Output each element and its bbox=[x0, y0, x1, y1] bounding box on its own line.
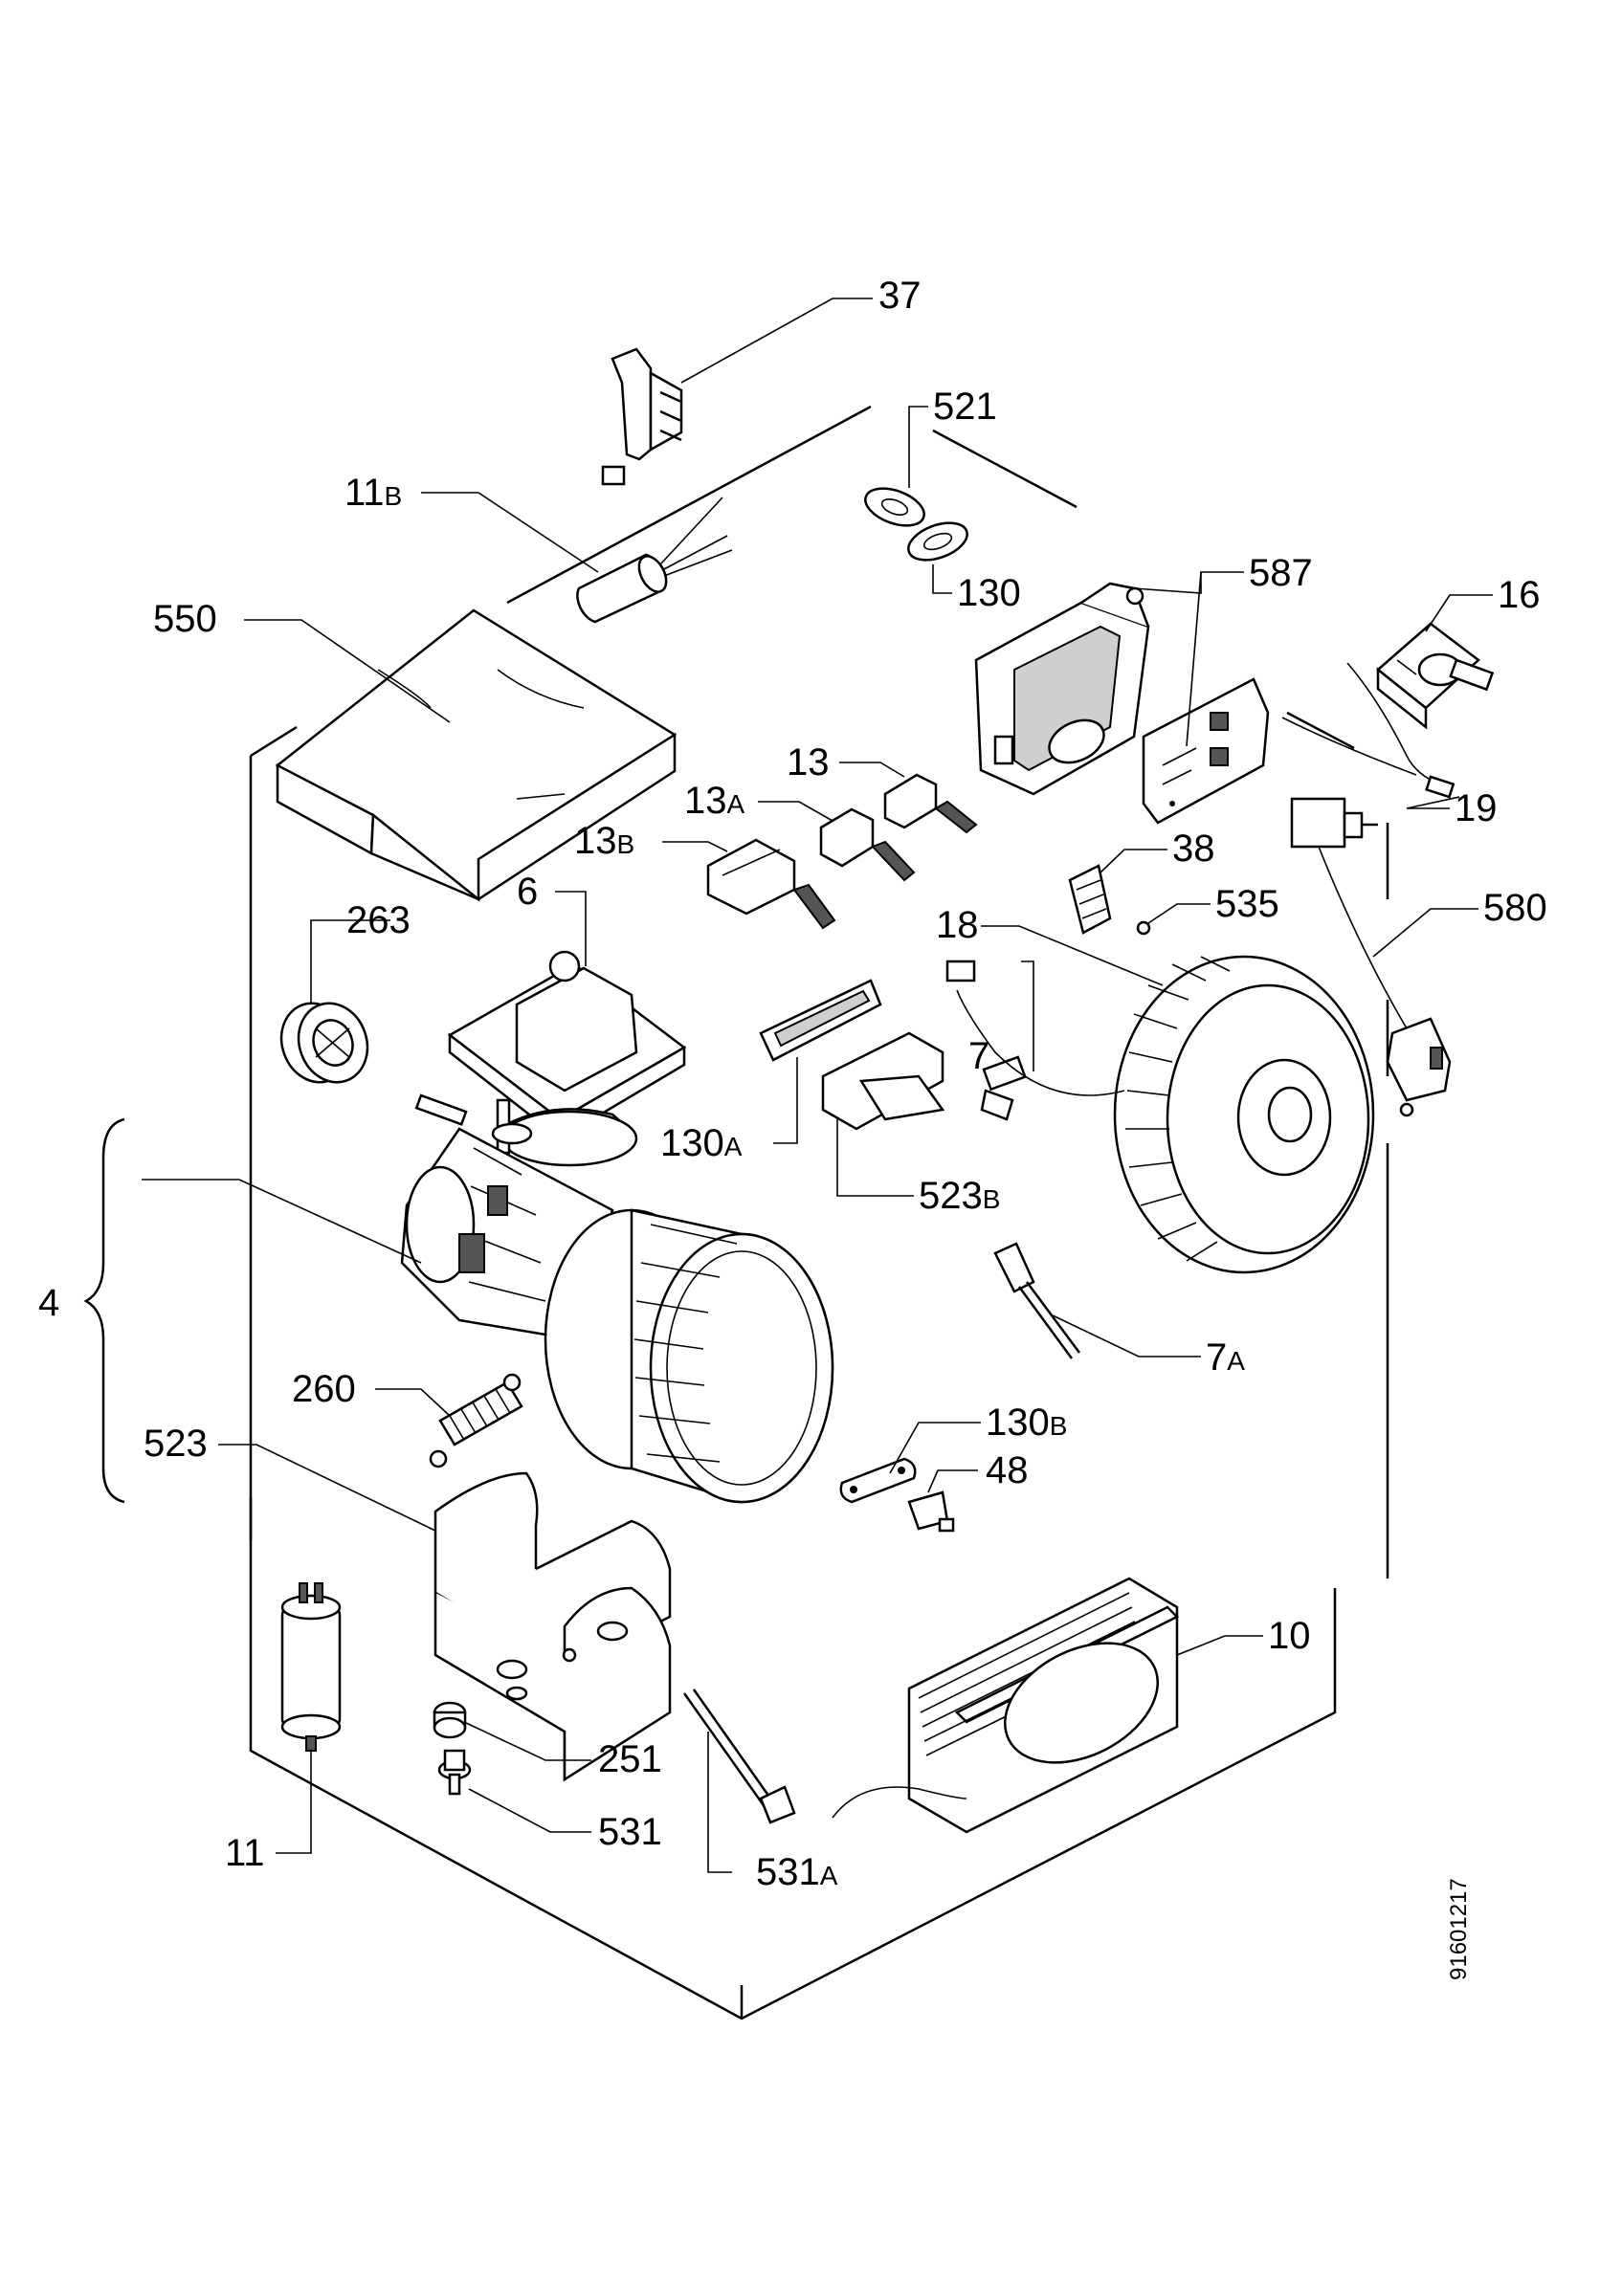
motor-assembly-4-part bbox=[400, 1093, 834, 1504]
callout-19: 19 bbox=[1455, 787, 1498, 829]
connector-13a-part bbox=[819, 807, 916, 882]
pulley-263-part bbox=[279, 1002, 369, 1084]
control-housing-587-part bbox=[974, 582, 1150, 796]
callout-523: 523 bbox=[144, 1423, 208, 1465]
callout-531a: 531A bbox=[756, 1851, 838, 1893]
callout-4: 4 bbox=[38, 1282, 59, 1324]
clip-130b-part bbox=[839, 1457, 917, 1504]
connector-13b-part bbox=[706, 838, 836, 930]
thermistor-7a-part bbox=[993, 1242, 1081, 1359]
callout-38: 38 bbox=[1172, 828, 1215, 870]
top-cover-part bbox=[275, 608, 678, 902]
callout-7a: 7A bbox=[1206, 1336, 1245, 1379]
heater-10-part bbox=[832, 1577, 1180, 1834]
callout-13: 13 bbox=[787, 741, 830, 784]
callout-13b: 13B bbox=[574, 820, 634, 862]
nut-251-part bbox=[433, 1701, 467, 1739]
cabinet-outline bbox=[249, 405, 1389, 2020]
nut-535-part bbox=[1136, 920, 1151, 936]
callout-130a: 130A bbox=[660, 1122, 743, 1164]
callout-521: 521 bbox=[933, 386, 997, 428]
callout-7: 7 bbox=[968, 1035, 989, 1077]
wire-19-part bbox=[1281, 662, 1455, 799]
callout-48: 48 bbox=[986, 1449, 1029, 1491]
connector-13-part bbox=[883, 773, 978, 834]
fan-wheel-18-part bbox=[945, 955, 1375, 1274]
gasket-130-part bbox=[907, 521, 968, 562]
callout-6: 6 bbox=[517, 871, 538, 913]
callout-523b: 523B bbox=[919, 1175, 1000, 1217]
callout-251: 251 bbox=[598, 1738, 662, 1780]
capacitor-11-part bbox=[280, 1582, 342, 1752]
callout-11b: 11B bbox=[344, 472, 402, 514]
callout-labels: 37 521 11B 130 587 16 550 13 13A 19 13B … bbox=[38, 275, 1547, 1893]
capacitor-11b-part bbox=[576, 497, 733, 624]
terminal-strip-38-part bbox=[1068, 864, 1112, 935]
callout-18: 18 bbox=[936, 904, 979, 946]
callout-535: 535 bbox=[1215, 883, 1279, 925]
valve-48-part bbox=[907, 1490, 955, 1533]
callout-10: 10 bbox=[1268, 1615, 1311, 1657]
callout-260: 260 bbox=[292, 1368, 356, 1410]
housing-523b-part bbox=[821, 1031, 945, 1131]
callout-263: 263 bbox=[346, 899, 411, 941]
bracket-37-part bbox=[601, 347, 683, 486]
spring-260-part bbox=[429, 1373, 523, 1468]
group-brace bbox=[83, 1117, 125, 1504]
switch-16-part bbox=[1376, 622, 1495, 730]
timer-580-part bbox=[1290, 797, 1452, 1117]
bolt-531-part bbox=[437, 1749, 472, 1796]
callout-580: 580 bbox=[1483, 887, 1547, 929]
callout-11: 11 bbox=[225, 1832, 265, 1874]
callout-550: 550 bbox=[153, 598, 217, 640]
gasket-521-part bbox=[864, 487, 925, 527]
document-id: 91601217 bbox=[1446, 1878, 1472, 1980]
motor-cradle-523-part bbox=[433, 1471, 672, 1782]
callout-130: 130 bbox=[957, 572, 1021, 614]
callout-13a: 13A bbox=[684, 780, 745, 822]
sensor-7-part bbox=[980, 1055, 1027, 1121]
circuit-board-587-part bbox=[1142, 677, 1270, 825]
pump-6-part bbox=[447, 950, 687, 1167]
callout-130b: 130B bbox=[986, 1402, 1067, 1444]
callout-531: 531 bbox=[598, 1811, 662, 1853]
long-bolt-531a-part bbox=[682, 1689, 796, 1824]
callout-587: 587 bbox=[1249, 552, 1313, 594]
seal-130a-part bbox=[759, 979, 882, 1062]
callout-16: 16 bbox=[1498, 574, 1541, 616]
leader-lines bbox=[142, 298, 1493, 1873]
callout-37: 37 bbox=[878, 275, 922, 317]
